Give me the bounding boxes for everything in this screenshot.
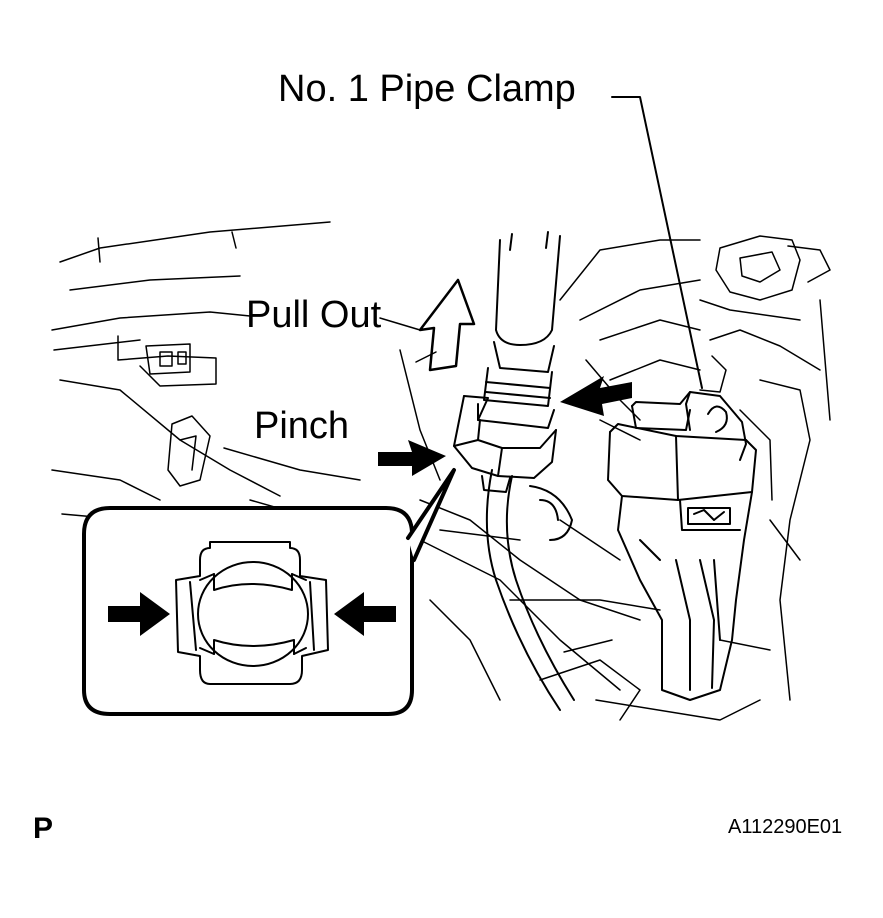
pinch-arrow-right [560,376,632,416]
pinch-label: Pinch [254,405,350,447]
inset-arrow-right [334,592,396,636]
figure-code: A112290E01 [728,816,843,838]
inset-callout [82,468,456,716]
clamp-leader-line [611,96,703,389]
fuel-hose [485,231,575,711]
pipe-clamp-label: No. 1 Pipe Clamp [278,68,576,110]
quick-connector [453,341,557,493]
pull-out-arrow [418,278,476,372]
inset-arrow-left [108,592,170,636]
connector-end-view [175,541,329,685]
pinch-arrow-left [378,440,446,476]
page-letter: P [33,812,54,845]
pipe-clamp [607,391,757,701]
pull-out-label: Pull Out [246,294,382,336]
